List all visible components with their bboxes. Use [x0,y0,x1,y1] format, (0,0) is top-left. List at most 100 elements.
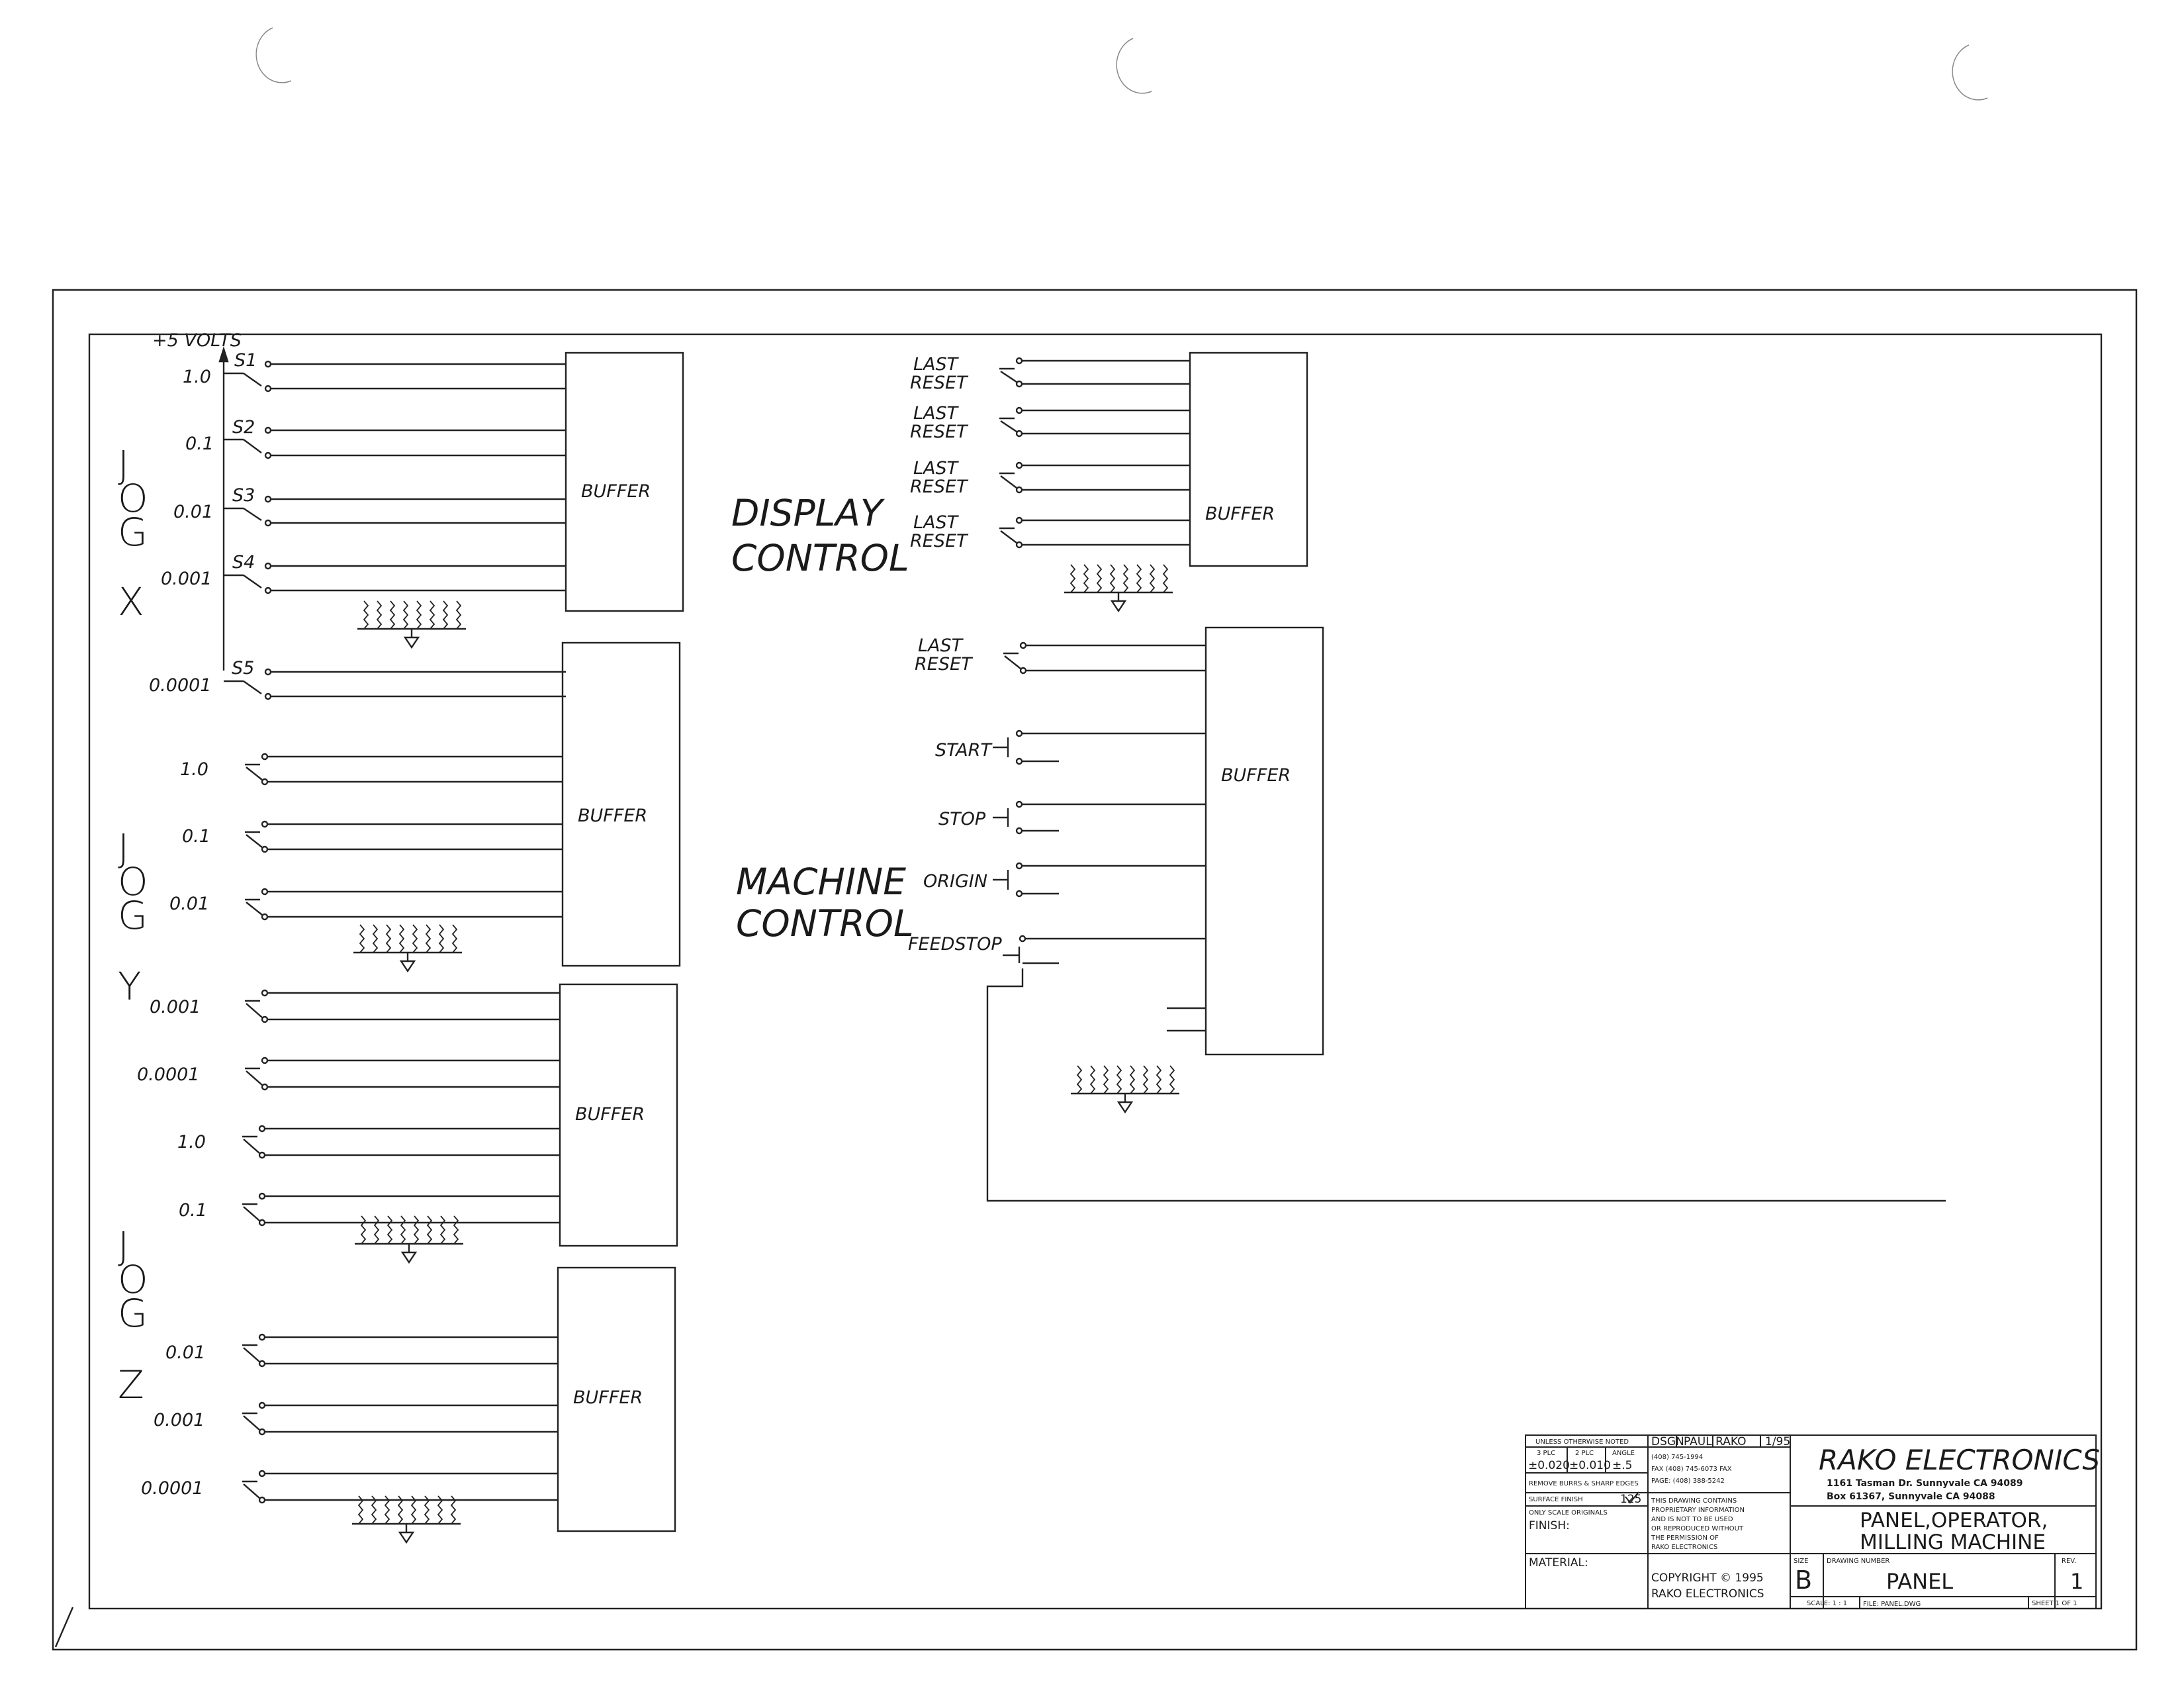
ground-symbol [355,1215,463,1264]
pulldown-resistor [1122,564,1129,593]
switch-contact [258,1125,266,1133]
tb-size: B [1795,1566,1812,1595]
tb-tol-value: ±0.020 [1528,1459,1570,1472]
ground-arrow [1116,1101,1134,1114]
switch-contact [264,385,272,393]
switch-value-label: 0.1 [179,1200,207,1221]
switch-contact [258,1428,266,1436]
switch-contact [1015,406,1023,414]
feedstop-switch-label: FEEDSTOP [908,934,1002,955]
switch-lever [246,1070,263,1086]
pulldown-resistor [437,1495,443,1524]
jog-z-letter: J [118,1223,129,1268]
switch-lever [1000,420,1017,432]
pulldown-resistor [1149,564,1156,593]
pulldown-resistor [438,924,445,953]
pulldown-resistor [372,924,379,953]
tb-tol-value: ±0.010 [1569,1459,1611,1472]
tb-phone: (408) 745-1994 [1651,1454,1703,1461]
tb-material: MATERIAL: [1529,1556,1588,1570]
display-control-title: DISPLAY [731,492,886,534]
buffer-box [559,983,678,1247]
tb-rev: 1 [2070,1569,2083,1594]
pulldown-resistor [387,1215,393,1244]
ground-symbol [1064,564,1173,613]
tb-rev-label: REV. [2062,1558,2076,1565]
switch-lever [243,680,262,694]
tb-tol-head: 3 PLC [1537,1450,1555,1457]
switch-value-label: 0.01 [165,1342,205,1363]
buffer-box [1189,352,1308,567]
buffer-box [561,641,681,967]
switch-value-label: 0.0001 [137,1064,199,1085]
tb-proprietary-line: THIS DRAWING CONTAINS [1651,1497,1737,1505]
switch-contact [264,586,272,594]
tb-sheet: SHEET 1 OF 1 [2032,1600,2077,1607]
switch-contact [261,1015,269,1023]
switch-id-label: S4 [232,552,255,573]
tb-tol-value: ±.5 [1612,1459,1632,1472]
ground-arrow [398,1531,415,1544]
switch-lever [243,373,262,387]
switch-contact [1015,516,1023,524]
switch-contact [264,451,272,459]
switch-contact [261,1056,269,1064]
pulldown-resistor [413,1215,420,1244]
switch-value-label: 1.0 [177,1132,206,1152]
pulldown-resistor [1109,564,1116,593]
stop-switch-label: STOP [938,809,986,829]
switch-contact [261,888,269,896]
pulldown-resistor [373,1215,380,1244]
switch-id-label: S1 [234,350,257,371]
tb-surface-finish: SURFACE FINISH [1529,1496,1583,1503]
switch-value-label: 0.01 [173,502,213,522]
machine-control-title: CONTROL [736,902,914,945]
pulldown-resistor [439,1215,446,1244]
switch-lever [246,834,263,848]
switch-lever [243,1415,260,1430]
last-reset-label: RESET [910,477,969,497]
tb-scale: SCALE: 1 : 1 [1807,1600,1847,1607]
origin-switch-label: ORIGIN [923,871,987,892]
ground-symbols [352,564,1179,1544]
buffer-label: BUFFER [575,1104,645,1125]
tb-surface-value: 125 [1620,1493,1641,1506]
switch-contact [258,1496,266,1504]
switch-value-label: 0.001 [161,569,212,589]
switch-lever [243,575,262,588]
pulldown-resistor [1116,1065,1122,1094]
tb-proprietary-line: RAKO ELECTRONICS [1651,1544,1717,1551]
jog-z-letter: G [118,1291,148,1336]
switch-contact [1015,827,1023,835]
switch-lever [243,508,262,521]
last-reset-label: LAST [918,635,964,656]
switch-contact [264,360,272,368]
switch-contact [261,845,269,853]
switch-contact [258,1192,266,1200]
pulldown-resistor [450,1495,457,1524]
tb-dsgn-label: DSGN [1651,1435,1684,1448]
pulldown-resistor [389,600,396,630]
switch-value-label: 0.0001 [141,1478,203,1499]
switch-lever [246,1003,263,1018]
pulldown-resistor [371,1495,377,1524]
tb-dwg-label: DRAWING NUMBER [1827,1558,1889,1565]
pulldown-resistor [442,600,449,630]
pulldown-resistor [357,1495,364,1524]
ground-arrow [403,636,420,649]
switch-contact [258,1401,266,1409]
switch-value-label: 0.001 [154,1410,205,1430]
switch-lever [243,1139,260,1154]
switch-lever [246,902,263,915]
pulldown-resistor [1083,564,1089,593]
switch-contact [264,519,272,527]
switch-contact [258,1219,266,1227]
pulldown-resistor [398,924,405,953]
jog-x-letter: X [118,579,144,624]
last-reset-label: LAST [913,458,960,479]
switch-contact [261,753,269,761]
ground-symbol [1071,1065,1179,1114]
switch-contact [258,1470,266,1477]
drawing-number: PANEL [1886,1569,1953,1594]
